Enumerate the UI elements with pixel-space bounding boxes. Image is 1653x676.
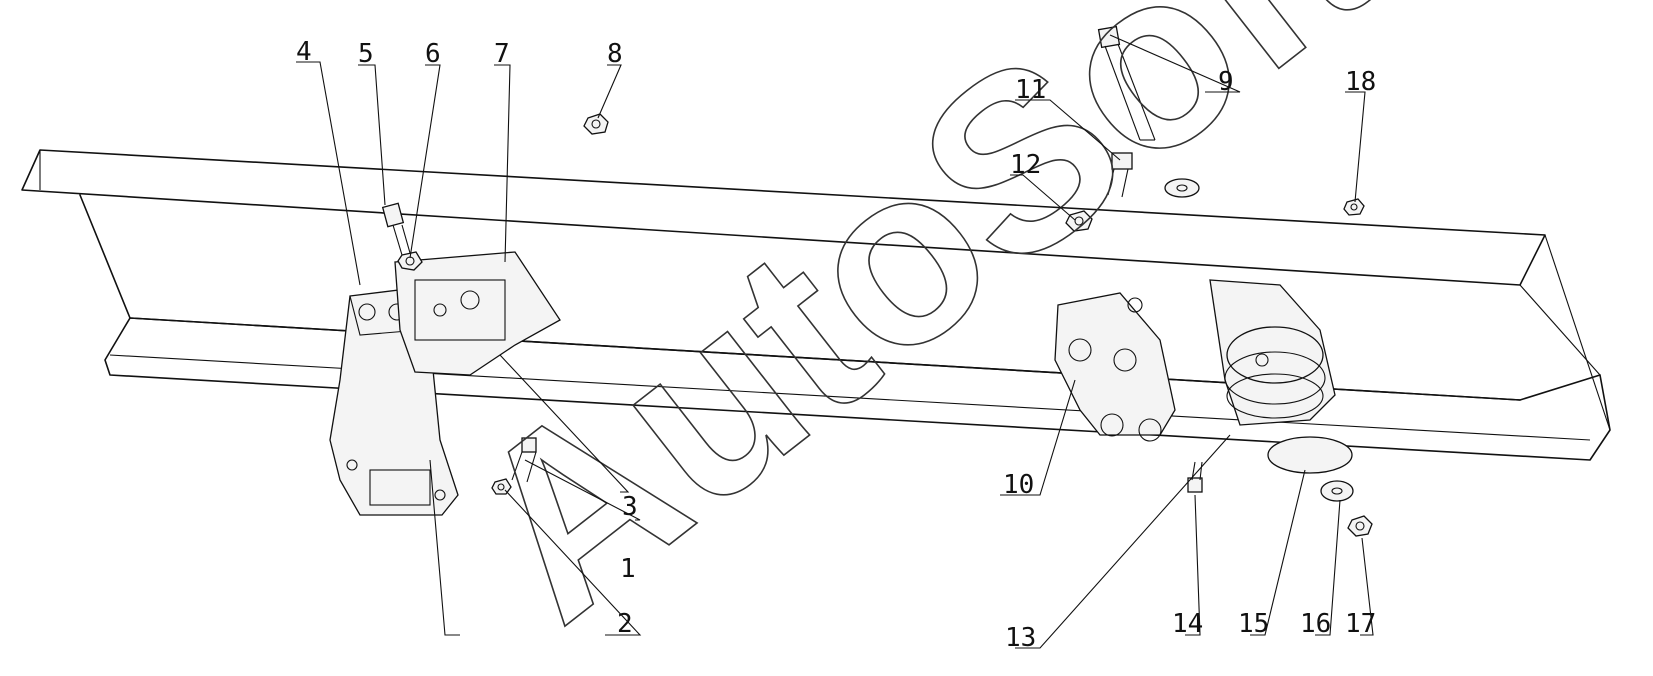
callout-8: 8 — [607, 39, 623, 69]
callout-5: 5 — [358, 39, 374, 69]
leader-lines — [296, 34, 1374, 649]
right-bracket — [1054, 292, 1176, 442]
callout-2: 2 — [617, 609, 633, 639]
callout-4: 4 — [296, 37, 312, 67]
callout-10: 10 — [1003, 470, 1034, 500]
rubber-cushion-mount — [1209, 279, 1353, 474]
fasteners — [381, 25, 1373, 537]
callout-9: 9 — [1218, 67, 1234, 97]
callout-18: 18 — [1345, 67, 1376, 97]
callout-15: 15 — [1238, 609, 1269, 639]
callout-labels: 4 5 6 7 8 3 1 2 9 11 12 18 10 13 14 15 1… — [296, 37, 1376, 653]
callout-13: 13 — [1005, 623, 1036, 653]
callout-16: 16 — [1300, 609, 1331, 639]
left-cushion-bracket — [394, 251, 561, 376]
callout-12: 12 — [1010, 150, 1041, 180]
callout-3: 3 — [622, 492, 638, 522]
callout-17: 17 — [1345, 609, 1376, 639]
callout-11: 11 — [1015, 75, 1046, 105]
callout-6: 6 — [425, 39, 441, 69]
callout-14: 14 — [1172, 609, 1203, 639]
callout-7: 7 — [494, 39, 510, 69]
callout-1: 1 — [620, 554, 636, 584]
